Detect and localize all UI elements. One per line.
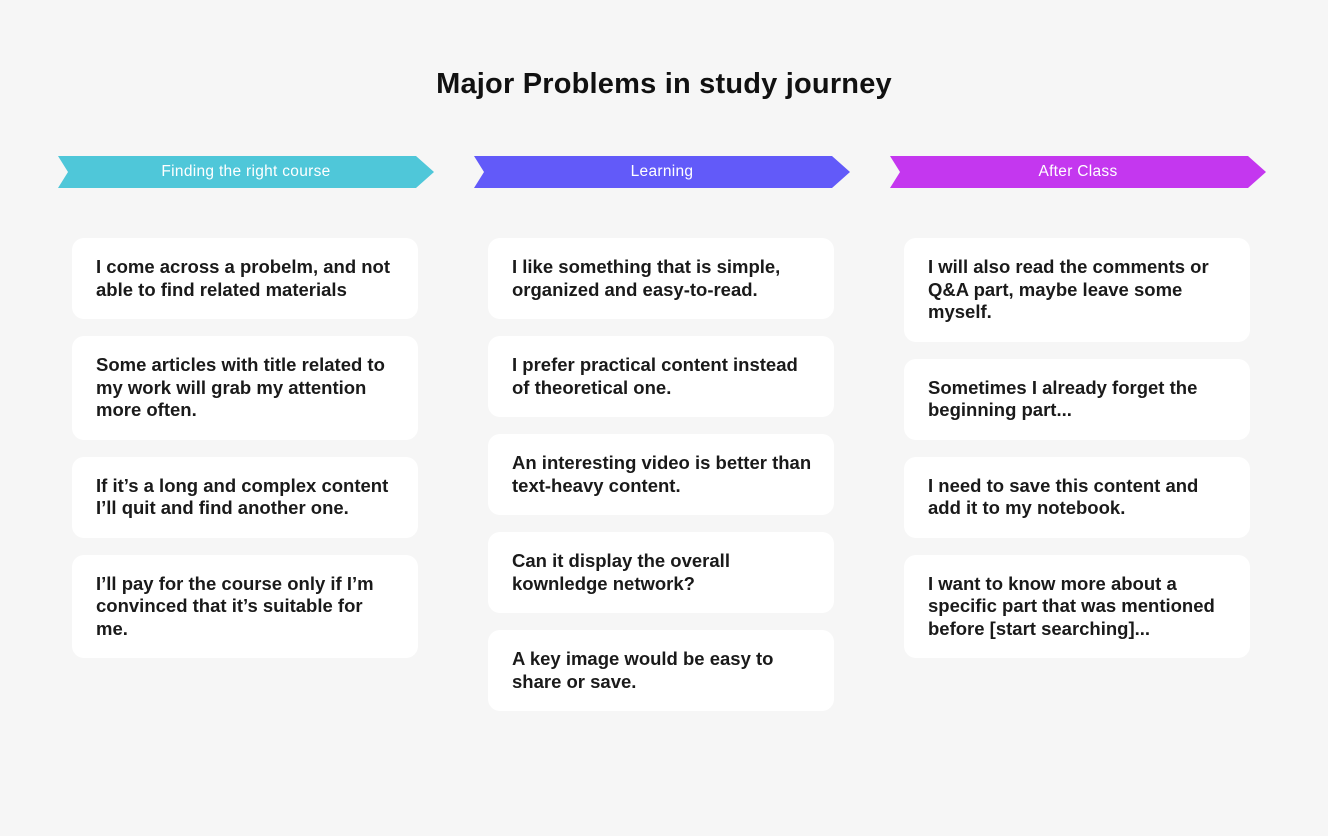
stage-label: Finding the right course	[161, 163, 331, 180]
problem-card: I’ll pay for the course only if I’m conv…	[72, 554, 418, 658]
card-list: I will also read the comments or Q&A par…	[904, 238, 1250, 658]
problem-card: If it’s a long and complex content I’ll …	[72, 456, 418, 538]
problem-card: Sometimes I already forget the beginning…	[904, 358, 1250, 440]
card-list: I come across a probelm, and not able to…	[72, 238, 418, 658]
problem-card: I prefer practical content instead of th…	[488, 336, 834, 417]
stage-banner-learning: Learning	[474, 156, 850, 188]
problem-card: A key image would be easy to share or sa…	[488, 630, 834, 711]
problem-card: An interesting video is better than text…	[488, 434, 834, 515]
problem-card: I want to know more about a specific par…	[904, 554, 1250, 658]
card-list: I like something that is simple, organiz…	[488, 238, 834, 711]
stage-column-learning: Learning I like something that is simple…	[474, 156, 850, 728]
stage-banner-after-class: After Class	[890, 156, 1266, 188]
problem-card: Can it display the overall kownledge net…	[488, 532, 834, 613]
problem-card: I like something that is simple, organiz…	[488, 238, 834, 319]
page-title: Major Problems in study journey	[436, 68, 892, 100]
problem-card: I will also read the comments or Q&A par…	[904, 238, 1250, 342]
problem-card: I need to save this content and add it t…	[904, 456, 1250, 538]
stage-label: After Class	[1038, 163, 1118, 180]
stage-banner-finding-course: Finding the right course	[58, 156, 434, 188]
stage-label: Learning	[630, 163, 694, 180]
problem-card: Some articles with title related to my w…	[72, 336, 418, 440]
problem-card: I come across a probelm, and not able to…	[72, 238, 418, 319]
stage-column-after-class: After Class I will also read the comment…	[890, 156, 1266, 675]
stage-column-finding-course: Finding the right course I come across a…	[58, 156, 434, 675]
